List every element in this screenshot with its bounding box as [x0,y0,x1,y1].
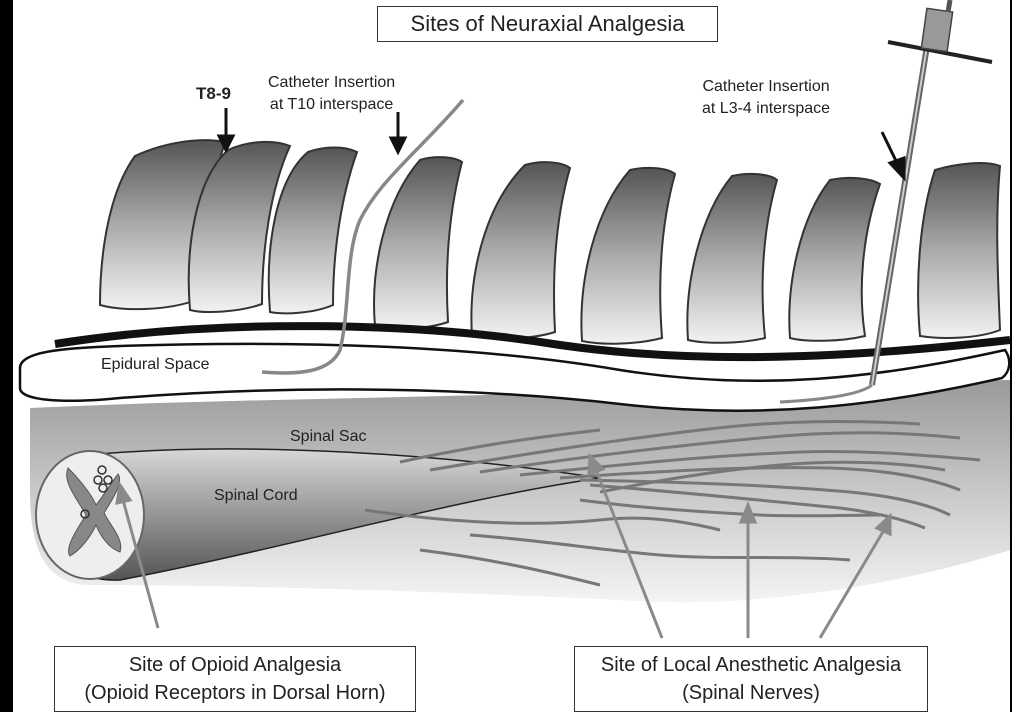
opioid-analgesia-caption: Site of Opioid Analgesia (Opioid Recepto… [54,646,416,712]
opioid-caption-line2: (Opioid Receptors in Dorsal Horn) [84,679,385,707]
vertebra-9 [918,163,1000,338]
catheter-l34-line1: Catheter Insertion [702,76,830,98]
catheter-t10-label: Catheter Insertion at T10 interspace [268,72,395,116]
opioid-caption-line1: Site of Opioid Analgesia [129,651,341,679]
t89-label: T8-9 [196,84,231,104]
local-caption-line2: (Spinal Nerves) [682,679,820,707]
catheter-l34-label: Catheter Insertion at L3-4 interspace [702,76,830,120]
diagram-title: Sites of Neuraxial Analgesia [377,6,718,42]
spinal-cord-label: Spinal Cord [214,487,298,505]
catheter-l34-line2: at L3-4 interspace [702,98,830,120]
local-anesthetic-caption: Site of Local Anesthetic Analgesia (Spin… [574,646,928,712]
spinal-sac-label: Spinal Sac [290,428,367,446]
catheter-t10-line1: Catheter Insertion [268,72,395,94]
local-caption-line1: Site of Local Anesthetic Analgesia [601,651,901,679]
catheter-t10-line2: at T10 interspace [268,94,395,116]
epidural-space-label: Epidural Space [101,356,210,374]
